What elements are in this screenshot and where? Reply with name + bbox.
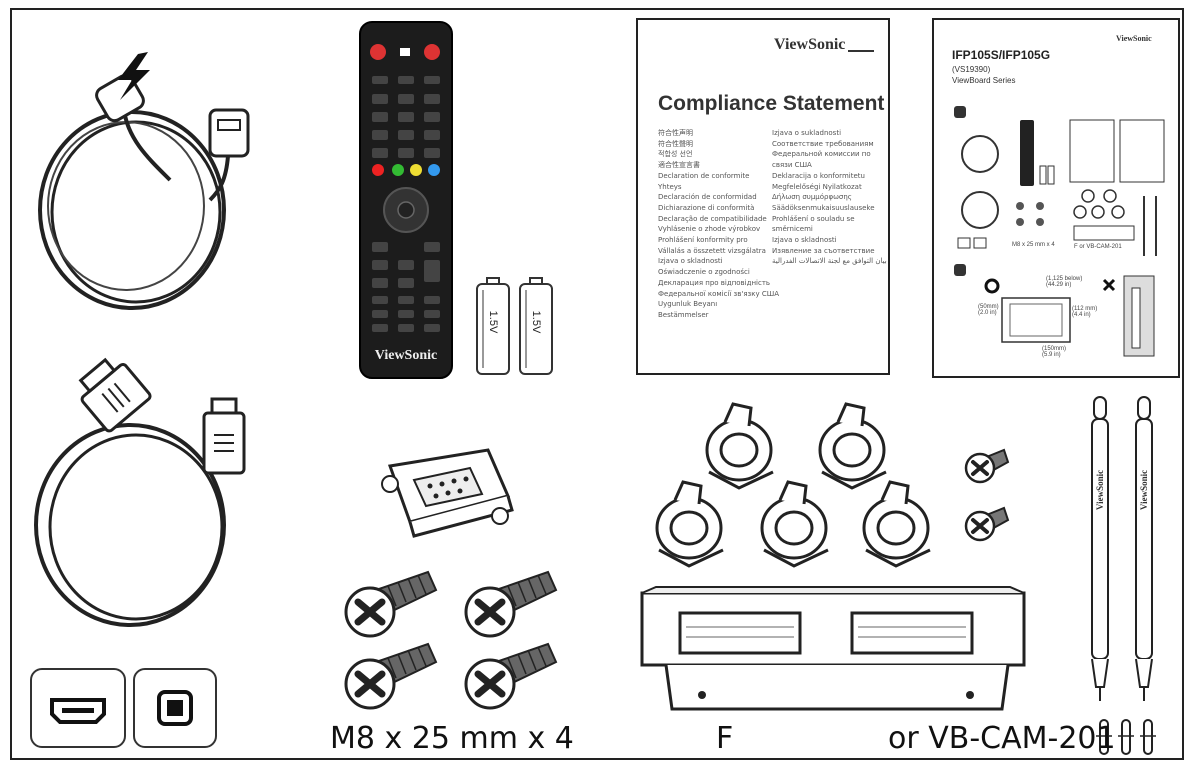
quickstart-contents-illustration [954,106,1165,357]
remote-control: ViewSonic [358,20,454,382]
accessories-frame [10,8,1184,760]
stylus-pen-2: ViewSonic [1128,395,1160,705]
quick-start-guide-document: ViewSonic IFP105S/IFP105G (VS19390) View… [932,18,1180,378]
rs232-adapter-illustration [370,436,520,556]
stylus-pen-1: ViewSonic [1084,395,1116,705]
quickstart-title: IFP105S/IFP105G [952,48,1051,62]
quickstart-dim-bottom: (150mm) (5.9 in) [1042,346,1067,358]
brand-logo-icon [848,38,874,52]
m8-screw-3 [340,640,440,720]
small-screw-2 [962,498,1012,548]
m8-screw-4 [460,640,560,720]
quickstart-bracket-label: F or VB-CAM-201 [1074,244,1122,250]
battery-1: 1.5V [475,276,511,376]
compliance-brand: ViewSonic [774,36,846,53]
quickstart-model: (VS19390) ViewBoard Series [952,65,1016,85]
cable-clip-4 [750,478,840,568]
spare-pen-tips [1094,716,1164,760]
camera-caption: or VB-CAM-201 [888,721,1116,756]
power-cable-illustration [20,40,270,340]
compliance-title: Compliance Statement [658,92,885,115]
quickstart-dim-top: (1,125 below) (44.29 in) [1046,276,1083,288]
small-screw-1 [962,440,1012,490]
cable-clip-3 [645,478,735,568]
cable-clip-2 [808,400,898,490]
quickstart-screws-label: M8 x 25 mm x 4 [1012,242,1055,248]
cable-clip-1 [695,400,785,490]
quickstart-dim-right: (112 mm) (4.4 in) [1072,306,1098,318]
m8-screw-2 [460,568,560,648]
camera-bracket-illustration [636,585,1030,715]
bracket-caption: F [716,721,734,756]
compliance-statement-document: ViewSonic Compliance Statement 符合性声明符合性聲… [636,18,890,375]
pen-2-brand: ViewSonic [1139,469,1149,511]
quickstart-dim-left: (50mm) (2.0 in) [978,304,999,316]
remote-brand-label: ViewSonic [374,348,438,363]
hdmi-port-icon [30,668,126,748]
quickstart-brand: ViewSonic [1116,34,1152,43]
cable-clip-5 [852,478,942,568]
battery-2: 1.5V [518,276,554,376]
usb-b-port-icon [133,668,217,748]
m8-screw-1 [340,568,440,648]
screws-caption: M8 x 25 mm x 4 [330,721,574,756]
battery-1-label: 1.5V [487,310,499,334]
hdmi-cable-illustration [18,355,268,650]
battery-2-label: 1.5V [530,310,542,334]
pen-1-brand: ViewSonic [1095,469,1105,511]
